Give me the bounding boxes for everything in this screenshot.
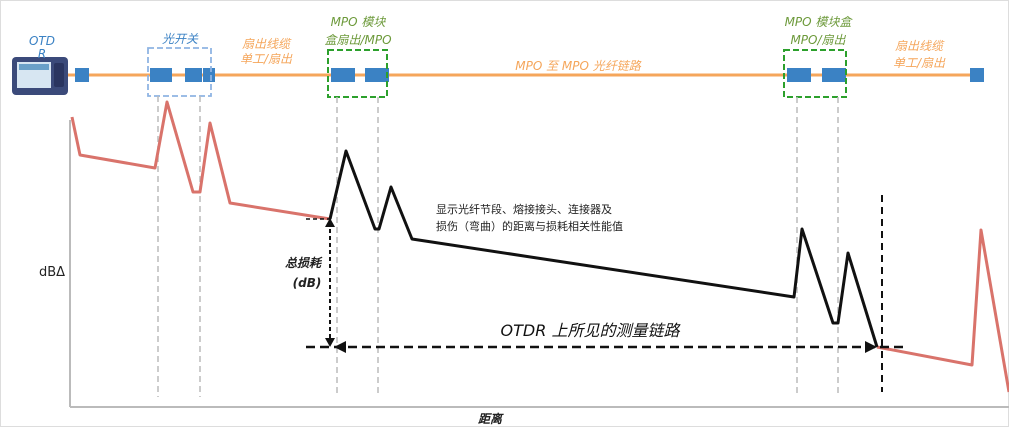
y-axis-label: dBΔ [39, 265, 65, 280]
otdr-label: OTD [29, 34, 55, 48]
measured-link-arrow-head-right [865, 341, 877, 353]
trace-measured-link [328, 149, 879, 348]
fanout-left-label-2: 单工/扇出 [240, 52, 293, 66]
connector [75, 68, 89, 82]
connector [185, 68, 202, 82]
total-loss-label-2: (dB) [293, 276, 322, 290]
connector [970, 68, 984, 82]
fanout-left-label-1: 扇出线缆 [242, 37, 292, 51]
connector [365, 68, 389, 82]
description-line-2: 损伤（弯曲）的距离与损耗相关性能值 [436, 219, 623, 233]
guide-lines [157, 96, 839, 397]
total-loss-label-1: 总损耗 [285, 256, 323, 270]
x-axis-label: 距离 [478, 412, 504, 426]
mpo-link-label: MPO 至 MPO 光纤链路 [515, 59, 642, 73]
mpo-box-right [783, 49, 847, 98]
connector [331, 68, 355, 82]
trace-near-end [70, 100, 331, 221]
total-loss-arrow-head-down [325, 338, 335, 347]
fanout-right-label-2: 单工/扇出 [893, 56, 946, 70]
connector [822, 68, 846, 82]
mpo-box-left [327, 49, 388, 98]
mpo-box-right-label-2: MPO/扇出 [790, 33, 846, 47]
description-line-1: 显示光纤节段、熔接接头、连接器及 [436, 202, 612, 216]
optical-switch-box [147, 47, 212, 97]
total-loss-arrow-head-up [325, 218, 335, 227]
otdr-label-second: R [38, 47, 46, 61]
trace-far-end [876, 228, 1009, 393]
measured-link-label: OTDR 上所见的测量链路 [501, 321, 682, 340]
otdr-device-icon [12, 57, 68, 95]
mpo-box-right-label-1: MPO 模块盒 [785, 15, 854, 29]
connectors [75, 68, 984, 82]
mpo-box-left-label-2: 盒扇出/MPO [324, 33, 391, 47]
connector [787, 68, 811, 82]
connector [203, 68, 215, 82]
mpo-box-left-label-1: MPO 模块 [331, 15, 387, 29]
fanout-right-label-1: 扇出线缆 [895, 39, 945, 53]
measured-link-arrow-head-left [334, 341, 346, 353]
connector [150, 68, 172, 82]
optical-switch-label: 光开关 [162, 32, 199, 46]
